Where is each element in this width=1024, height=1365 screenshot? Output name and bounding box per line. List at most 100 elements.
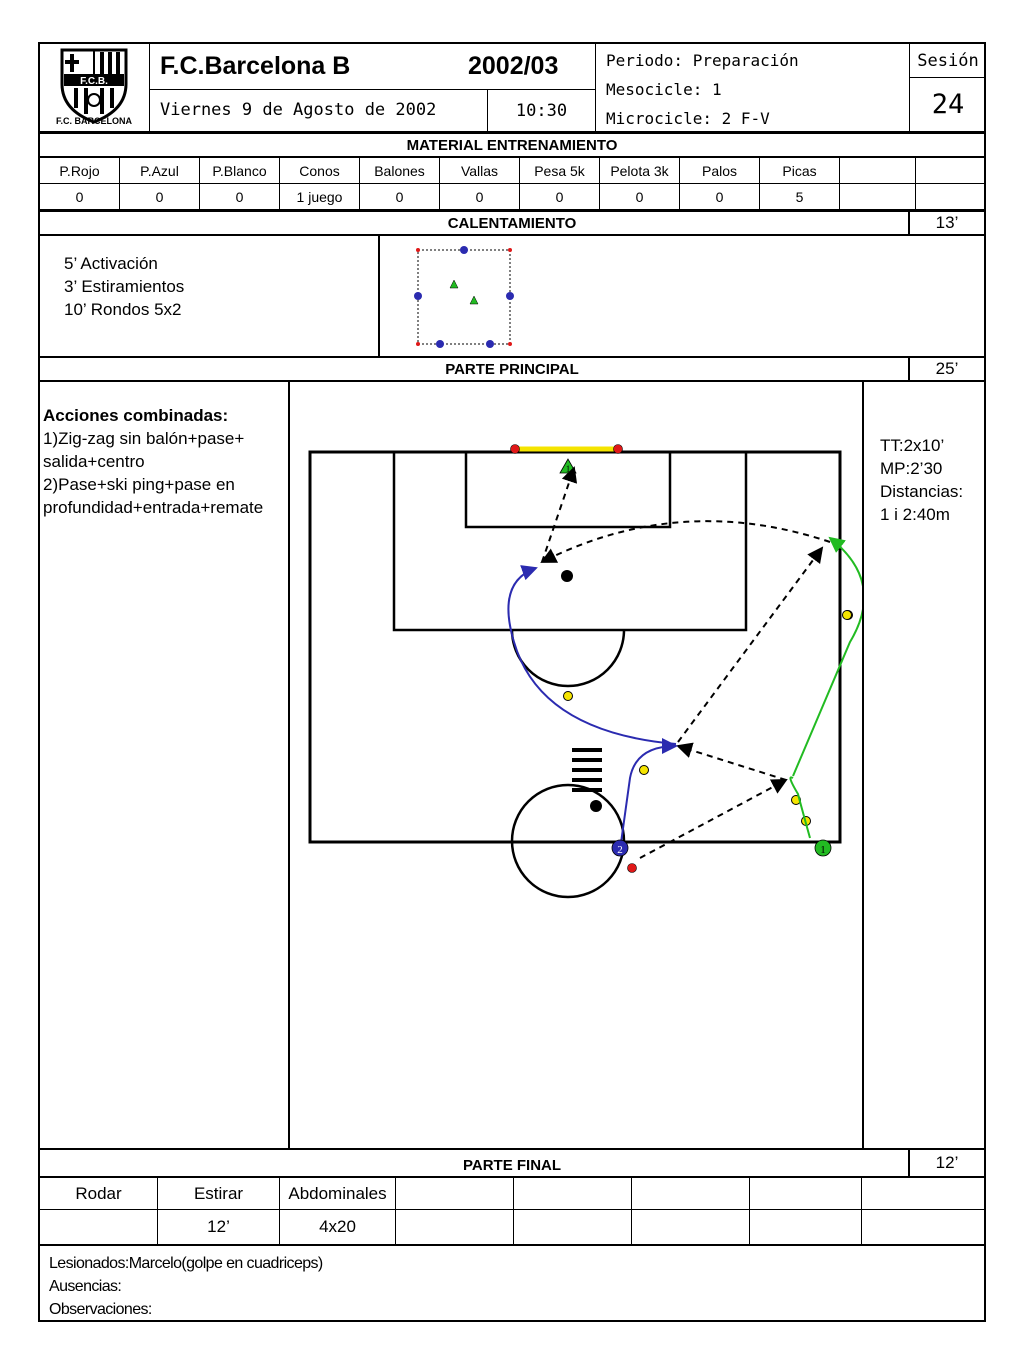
final-amount: [396, 1210, 514, 1244]
final-amount: [862, 1210, 986, 1244]
goal-area: [464, 450, 672, 529]
player-1-label: 1: [820, 844, 826, 856]
material-value: [916, 184, 986, 210]
mesocicle: Mesocicle: 1: [606, 80, 722, 99]
principal-description: Acciones combinadas: 1)Zig-zag sin balón…: [40, 382, 290, 1148]
club-caption: F.C. BARCELONA: [56, 116, 132, 126]
material-header: Pesa 5k: [520, 158, 600, 184]
session-sheet: F.C.B. F.C. BARCELONA F.C.Barcelona B 20…: [38, 42, 986, 1322]
material-header: [840, 158, 916, 184]
cone-markers: [563, 610, 853, 826]
note-line: 1 i 2:40m: [880, 505, 950, 524]
player-1-icon: [814, 839, 832, 857]
penalty-spot: [561, 570, 573, 582]
material-value: 0: [600, 184, 680, 210]
agility-ladder: [572, 748, 602, 792]
calentamiento-list: 5’ Activación 3’ Estiramientos 10’ Rondo…: [40, 236, 380, 356]
material-header: Picas: [760, 158, 840, 184]
material-header: [916, 158, 986, 184]
rondo-diagram: [414, 246, 514, 348]
final-amount: [632, 1210, 750, 1244]
club-logo-cell: F.C.B. F.C. BARCELONA: [40, 44, 150, 132]
session-date: Viernes 9 de Agosto de 2002: [150, 90, 488, 132]
material-value: 0: [520, 184, 600, 210]
goalkeeper-label: 1: [566, 464, 571, 474]
final-amount: [40, 1210, 158, 1244]
goalpost-marker: [613, 444, 623, 454]
player-2-icon: [611, 839, 629, 857]
footer-notes: Lesionados:Marcelo(golpe en cuadriceps) …: [40, 1244, 986, 1320]
final-activity: [514, 1178, 632, 1210]
calentamiento-title: CALENTAMIENTO: [40, 210, 984, 236]
material-value: 0: [120, 184, 200, 210]
final-duration: 12’: [908, 1148, 984, 1178]
ball-icon: [590, 800, 602, 812]
goalpost-marker: [510, 444, 520, 454]
note-line: Distancias:: [880, 482, 964, 501]
principal-line: salida+centro: [43, 452, 145, 471]
calentamiento-item: 3’ Estiramientos: [64, 277, 185, 296]
principal-line: 1)Zig-zag sin balón+pase+: [43, 429, 245, 448]
team-season-cell: F.C.Barcelona B 2002/03: [150, 44, 596, 90]
svg-text:F.C.B.: F.C.B.: [80, 76, 108, 87]
final-activity: [862, 1178, 986, 1210]
calentamiento-item: 5’ Activación: [64, 254, 158, 273]
note-line: TT:2x10’: [880, 436, 945, 455]
sesion-number: 24: [910, 78, 986, 132]
final-activity: [632, 1178, 750, 1210]
start-marker: [627, 863, 637, 873]
period-cell: Periodo: Preparación Mesocicle: 1 Microc…: [596, 44, 910, 132]
material-value: 0: [360, 184, 440, 210]
material-header: Pelota 3k: [600, 158, 680, 184]
fcb-crest-icon: F.C.B.: [60, 48, 128, 124]
principal-line: profundidad+entrada+remate: [43, 498, 264, 517]
material-header: Palos: [680, 158, 760, 184]
pitch-outline: [308, 450, 842, 844]
material-header: P.Blanco: [200, 158, 280, 184]
drill-diagram: 2 1 1: [308, 444, 862, 899]
ausencias: Ausencias:: [49, 1278, 122, 1295]
material-header: P.Azul: [120, 158, 200, 184]
periodo: Periodo: Preparación: [606, 51, 799, 70]
material-title: MATERIAL ENTRENAMIENTO: [40, 132, 984, 158]
final-amount: 4x20: [280, 1210, 396, 1244]
material-header: Vallas: [440, 158, 520, 184]
principal-heading: Acciones combinadas:: [43, 406, 229, 425]
season: 2002/03: [468, 52, 559, 80]
note-line: MP:2’30: [880, 459, 943, 478]
final-activity: Abdominales: [280, 1178, 396, 1210]
final-activity: [396, 1178, 514, 1210]
calentamiento-item: 10’ Rondos 5x2: [64, 300, 182, 319]
final-activity: Estirar: [158, 1178, 280, 1210]
microcicle: Microcicle: 2 F-V: [606, 109, 770, 128]
material-value: 0: [200, 184, 280, 210]
final-amount: [750, 1210, 862, 1244]
penalty-arc: [510, 629, 626, 688]
session-time: 10:30: [488, 90, 596, 132]
final-title: PARTE FINAL: [40, 1148, 984, 1178]
material-value: 5: [760, 184, 840, 210]
lesionados: Lesionados:Marcelo(golpe en cuadriceps): [49, 1255, 323, 1272]
principal-line: 2)Pase+ski ping+pase en: [43, 475, 235, 494]
material-value: 0: [680, 184, 760, 210]
material-header: Balones: [360, 158, 440, 184]
material-header: P.Rojo: [40, 158, 120, 184]
material-value: 0: [440, 184, 520, 210]
player-2-label: 2: [617, 844, 623, 856]
principal-title: PARTE PRINCIPAL: [40, 356, 984, 382]
principal-duration: 25’: [908, 356, 984, 382]
principal-notes: TT:2x10’ MP:2’30 Distancias: 1 i 2:40m: [862, 382, 986, 1148]
sesion-label: Sesión: [910, 44, 986, 78]
final-amount: 12’: [158, 1210, 280, 1244]
observaciones: Observaciones:: [49, 1301, 152, 1318]
material-value: 0: [40, 184, 120, 210]
material-header: Conos: [280, 158, 360, 184]
material-value: [840, 184, 916, 210]
final-amount: [514, 1210, 632, 1244]
penalty-area: [392, 450, 748, 632]
calentamiento-duration: 13’: [908, 210, 984, 236]
final-activity: [750, 1178, 862, 1210]
final-activity: Rodar: [40, 1178, 158, 1210]
material-value: 1 juego: [280, 184, 360, 210]
